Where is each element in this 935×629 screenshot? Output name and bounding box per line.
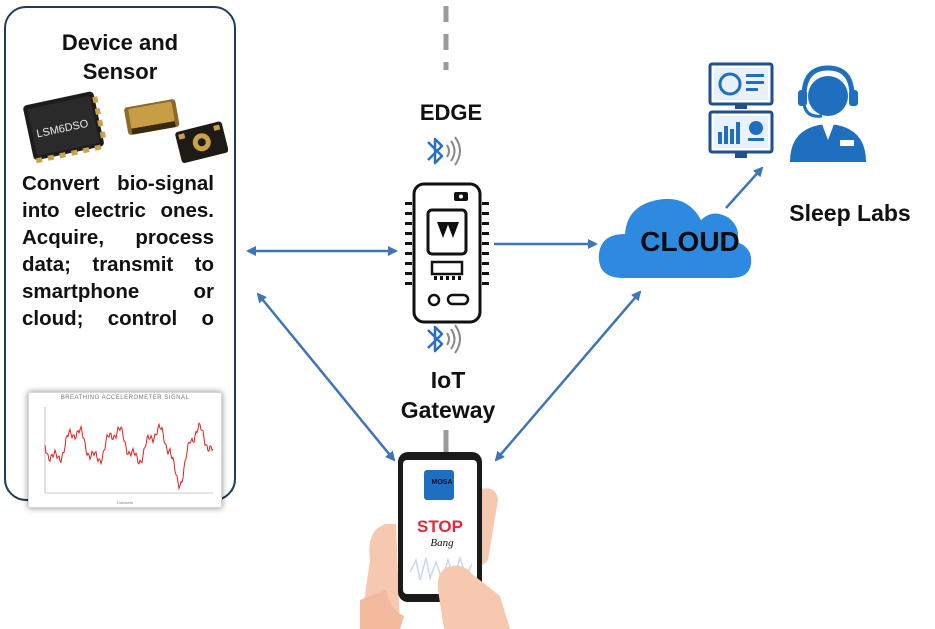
sleep-labs-label: Sleep Labs [789, 200, 911, 226]
iot-gateway-label-line1: IoT [430, 367, 466, 393]
iot-gateway-label-line2: Gateway [400, 397, 496, 423]
arrow-cloud-sleeplabs [725, 166, 764, 209]
monitor-icon [708, 62, 774, 158]
signal-trace [44, 422, 214, 491]
signal-plot-title: BREATHING ACCELEROMETER SIGNAL [60, 395, 190, 401]
iot-gateway-label: IoT Gateway [378, 365, 518, 425]
arrow-device-phone [256, 292, 396, 462]
panel-title: Device and Sensor [61, 30, 179, 84]
panel-description: Convert bio-signal into electric ones. A… [22, 172, 214, 330]
edge-device-icon [405, 182, 489, 324]
support-agent-icon [790, 65, 866, 162]
phone-logo-line2: Bang [430, 537, 454, 549]
edge-label: EDGE [419, 100, 483, 125]
bluetooth-icon [427, 324, 461, 354]
bluetooth-icon [427, 136, 461, 166]
arrow-phone-cloud [494, 290, 642, 462]
cloud-label: CLOUD [640, 226, 740, 257]
mosa-app-icon-label: MOSA [431, 479, 453, 486]
signal-plot-xlabel: Datasets [117, 500, 133, 505]
breathing-signal-plot: BREATHING ACCELEROMETER SIGNAL Datasets [28, 392, 222, 508]
edge-divider-line [443, 6, 449, 455]
smartphone-icon: STOP Bang [360, 452, 510, 629]
phone-logo-line1: STOP [417, 517, 463, 536]
cloud-icon [598, 198, 752, 278]
sensor-chip-icon: LSM6DSO [23, 91, 228, 164]
